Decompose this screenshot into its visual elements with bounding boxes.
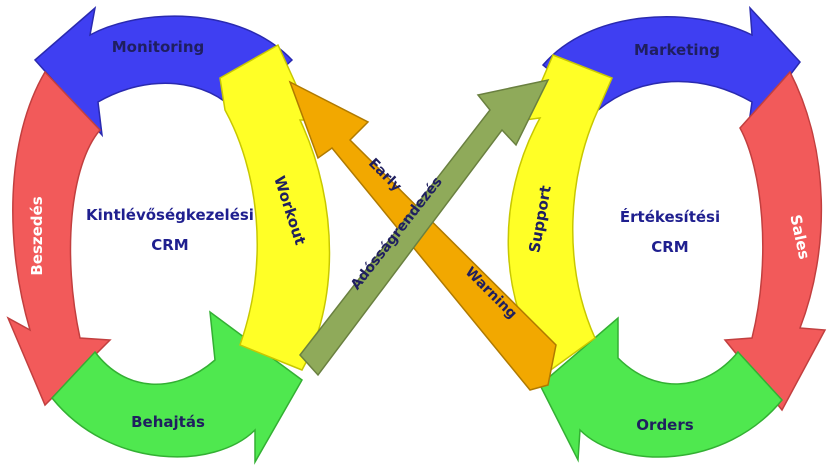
left-cycle [6, 6, 331, 465]
right-yellow-arrow [507, 54, 614, 374]
left-green-arrow [51, 310, 303, 465]
behajtas-label: Behajtás [131, 413, 205, 431]
left-red-arrow [6, 70, 112, 407]
right-green-arrow [539, 316, 783, 463]
monitoring-label: Monitoring [112, 38, 204, 56]
right-cycle [507, 5, 827, 463]
right-blue-arrow [541, 5, 801, 133]
orders-label: Orders [636, 416, 693, 434]
olive-cross-arrow [299, 78, 550, 377]
right-center-line1: Értékesítési [620, 207, 720, 226]
left-center-line1: Kintlévőségkezelési [86, 206, 254, 224]
marketing-label: Marketing [634, 41, 720, 59]
right-center-line2: CRM [651, 238, 689, 256]
left-yellow-arrow [219, 43, 331, 371]
right-red-arrow [723, 70, 827, 412]
left-center-line2: CRM [151, 236, 189, 254]
beszedes-label: Beszedés [28, 196, 46, 275]
